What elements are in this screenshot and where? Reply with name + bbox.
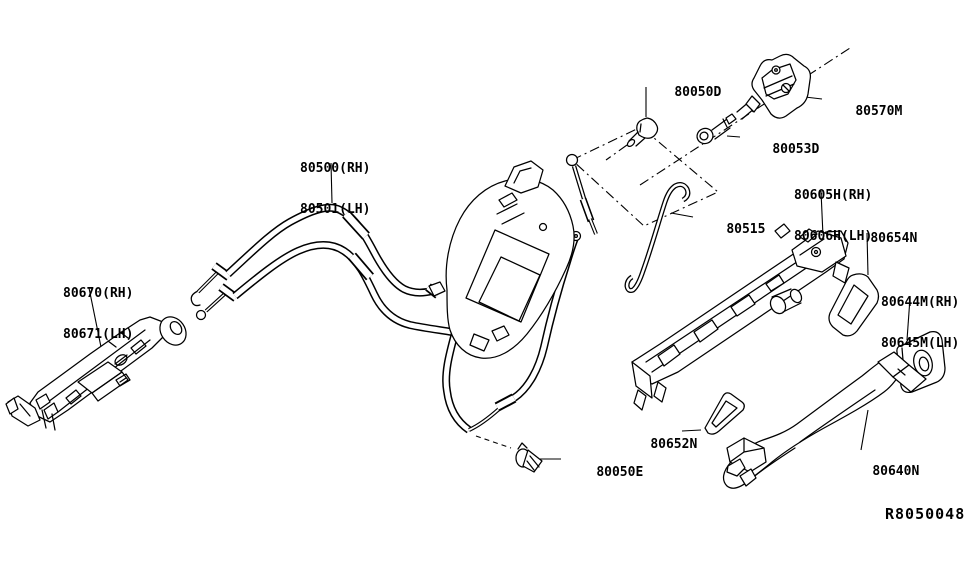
- part-number-text: 80500(RH): [300, 161, 371, 176]
- part-number-text: 80570M: [855, 103, 903, 119]
- part-label-80570m: 80570M: [824, 91, 902, 132]
- part-number-text: 80670(RH): [63, 286, 134, 301]
- part-number-text: 80644M(RH): [881, 295, 960, 310]
- part-label-80050e: 80050E: [565, 452, 643, 493]
- part-number-text: 80652N: [650, 436, 698, 452]
- lock-cylinder-bracket-drawing: [736, 53, 811, 120]
- part-number-text: 80050E: [596, 464, 644, 480]
- part-number-text: 80640N: [872, 463, 920, 479]
- part-label-80605h-80606h: 80605H(RH) 80606H(LH): [794, 162, 872, 270]
- part-label-80654n: 80654N: [839, 218, 917, 259]
- outside-handle-drawing: [722, 351, 927, 489]
- part-label-80640n: 80640N: [841, 451, 919, 492]
- drawing-number: R8050048: [885, 505, 965, 523]
- part-label-80652n: 80652N: [619, 424, 697, 465]
- part-label-80515: 80515: [695, 209, 765, 250]
- handle-gasket-drawing: [828, 273, 880, 337]
- screw-80050d-drawing: [626, 117, 659, 148]
- bolt-80053d-drawing: [696, 113, 737, 145]
- part-number-text: 80671(LH): [63, 326, 134, 342]
- part-label-80050d: 80050D: [643, 72, 721, 113]
- part-label-80670-80671: 80670(RH) 80671(LH): [63, 260, 133, 368]
- part-number-text: 80050D: [674, 84, 722, 100]
- part-label-80644m-80645m: 80644M(RH) 80645M(LH): [881, 269, 959, 377]
- clip-80050e-drawing: [515, 442, 543, 473]
- part-number-text: 80605H(RH): [794, 188, 873, 203]
- handle-rod-drawing: [624, 182, 691, 293]
- lock-actuator-drawing: [5, 316, 187, 431]
- outside-handle-bracket-drawing: [631, 223, 850, 411]
- leader-lines: [88, 87, 911, 460]
- part-number-text: 80501(LH): [300, 201, 371, 217]
- part-label-80500-80501: 80500(RH) 80501(LH): [300, 135, 370, 243]
- part-label-80053d: 80053D: [741, 129, 819, 170]
- part-number-text: 80654N: [870, 230, 918, 246]
- part-number-text: 80053D: [772, 141, 820, 157]
- handle-rear-gasket-drawing: [704, 392, 745, 435]
- part-number-text: 80606H(LH): [794, 228, 873, 244]
- door-lock-cable-assembly-drawing: [190, 203, 582, 434]
- drawing-number-text: R8050048: [885, 505, 966, 523]
- part-number-text: 80515: [726, 221, 766, 237]
- part-number-text: 80645M(LH): [881, 335, 960, 351]
- door-latch-assembly-drawing: [428, 153, 598, 359]
